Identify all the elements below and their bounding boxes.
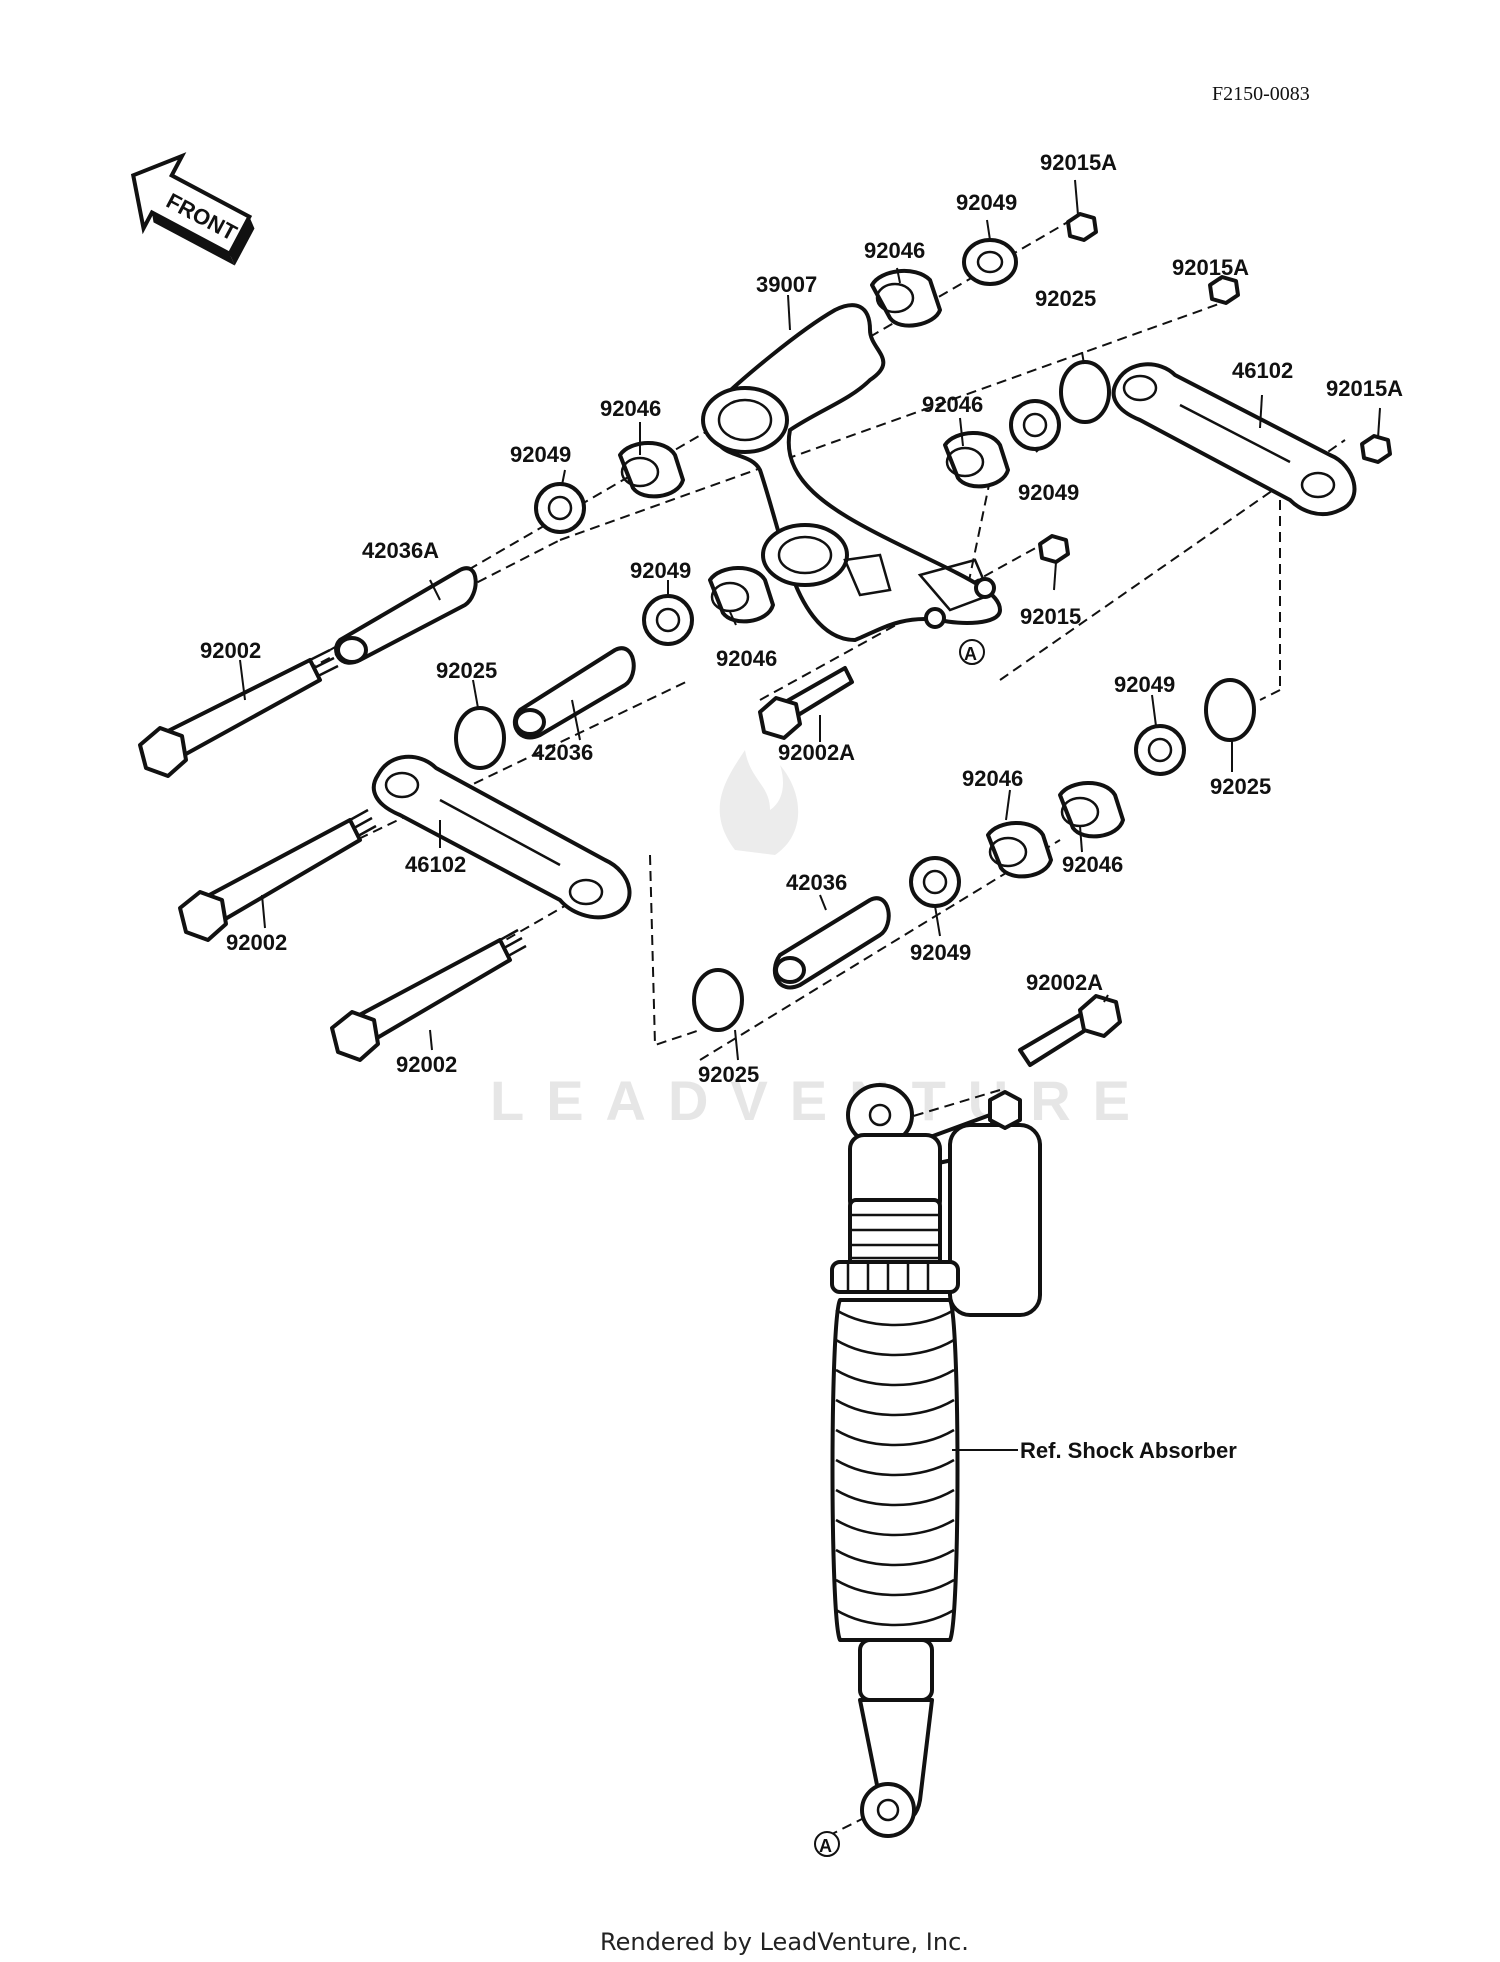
sleeves-and-bolts [138, 566, 1122, 1067]
hardware-items [454, 212, 1392, 1032]
callout-92046-lower-mid: 92046 [962, 766, 1023, 791]
callout-92025-bottom: 92025 [698, 1062, 759, 1087]
callout-39007: 39007 [756, 272, 817, 297]
callout-92049-mid: 92049 [1018, 480, 1079, 505]
reference-marker-lower-label: A [819, 1836, 832, 1856]
reference-marker-upper-label: A [964, 644, 977, 664]
callout-92046-left: 92046 [600, 396, 661, 421]
callout-92046-mid: 92046 [922, 392, 983, 417]
callout-92002-lower: 92002 [396, 1052, 457, 1077]
callout-92015A-far-right: 92015A [1326, 376, 1403, 401]
callout-92049-lower-right: 92049 [1114, 672, 1175, 697]
callout-46102-lower: 46102 [405, 852, 466, 877]
callout-42036-left: 42036 [532, 740, 593, 765]
callout-92002A-upper: 92002A [778, 740, 855, 765]
leader-lines [239, 179, 1381, 1451]
front-arrow-icon: FRONT [130, 152, 255, 266]
footer-credit: Rendered by LeadVenture, Inc. [600, 1928, 969, 1956]
callout-92002-upper: 92002 [200, 638, 261, 663]
callout-42036A: 42036A [362, 538, 439, 563]
callout-92015A-right: 92015A [1172, 255, 1249, 280]
callout-92046-lower-right: 92046 [1062, 852, 1123, 877]
callout-92025-right: 92025 [1035, 286, 1096, 311]
callout-92015A-top: 92015A [1040, 150, 1117, 175]
callout-labels: 92015A 92049 92046 39007 92015A 92025 46… [200, 150, 1403, 1087]
callout-92046-top: 92046 [864, 238, 925, 263]
shock-absorber-reference-label: Ref. Shock Absorber [1020, 1438, 1237, 1463]
reference-marker-lower: A [814, 1831, 840, 1857]
watermark: LEADVENTURE [490, 750, 1152, 1132]
callout-92002-middle: 92002 [226, 930, 287, 955]
drawing-code: F2150-0083 [1212, 83, 1310, 105]
callout-92025-left: 92025 [436, 658, 497, 683]
callout-92002A-lower: 92002A [1026, 970, 1103, 995]
callout-46102-upper: 46102 [1232, 358, 1293, 383]
callout-92049-top: 92049 [956, 190, 1017, 215]
shock-absorber [830, 1083, 1042, 1838]
bell-crank-39007 [701, 303, 1002, 642]
tie-rod-46102-lower [371, 754, 632, 920]
callout-92049-left: 92049 [510, 442, 571, 467]
watermark-text: LEADVENTURE [490, 1069, 1152, 1132]
callout-92049-lower-left: 92049 [630, 558, 691, 583]
callout-92015: 92015 [1020, 604, 1081, 629]
reference-marker-upper: A [959, 639, 985, 665]
callout-92025-lower-right: 92025 [1210, 774, 1271, 799]
callout-92046-lower-left: 92046 [716, 646, 777, 671]
callout-42036-bottom: 42036 [786, 870, 847, 895]
callout-92049-bottom: 92049 [910, 940, 971, 965]
tie-rod-46102-upper [1111, 362, 1357, 517]
